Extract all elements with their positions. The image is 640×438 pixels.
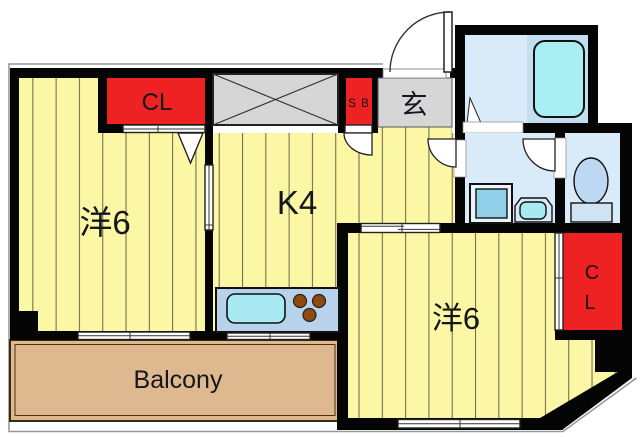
wall-closet-left-side [98,68,107,133]
toilet-door-arc [522,138,556,172]
burner-2 [311,293,327,309]
wall-right-room-left [337,233,348,430]
wall-right [620,123,632,378]
washroom-wall-left [455,133,465,233]
closet-left-label: CL [142,89,173,116]
toilet-tank [570,202,613,223]
kitchen-label: K4 [277,184,317,221]
right-room-label: 洋6 [432,301,480,336]
closet-left-box [107,78,205,124]
entrance-genkan: 玄 [377,11,453,128]
shoe-box-label: S B [348,98,370,110]
wall-horizontal-mid [337,223,632,233]
toilet-bowl [573,157,609,205]
wall-voidbox-right [338,68,346,133]
wall-left-room-divider-lower [205,230,213,340]
burner-1 [292,293,308,309]
washroom [427,123,565,233]
wall-left [10,68,19,340]
entrance-threshold [382,68,447,79]
shoe-box: S B [343,78,373,156]
shoe-box-threshold [344,124,373,134]
entry-hall-door-arc [343,132,373,156]
wall-pipe-column [595,340,620,372]
closet-right-box [563,233,622,330]
genkan-floor [377,77,453,128]
balcony-inner-line [14,344,336,416]
toilet-door-opening [553,137,567,179]
left-room-floor [19,78,205,331]
kitchen-counter [215,287,340,333]
wall-genkan-left [372,78,378,133]
sliding-door-hall-rightroom [360,222,441,234]
wall-chamfer [540,370,632,430]
bathroom-door-opening [462,121,524,134]
wall-top [10,68,383,78]
hall-floor-strip [346,127,452,135]
wall-closet-right-bottom [555,330,622,340]
door-wedge-left-room [176,132,205,165]
washbasin-bowl [519,201,547,220]
closet-right-label-top: C [585,262,599,284]
void-x-box [212,73,339,126]
washroom-door-arc [427,138,457,168]
bathroom [455,25,598,134]
closet-right: C L [554,232,622,331]
closet-left: CL [107,78,206,134]
burner-3 [302,307,317,323]
entrance-door-arc [389,11,451,73]
void-diagonal-2 [212,73,339,126]
bathtub [533,40,585,118]
openings [77,164,521,429]
toilet-room [522,133,620,223]
entrance-door-leaf [443,11,453,73]
balcony: Balcony [9,339,341,422]
left-room-label: 洋6 [79,204,130,241]
right-room-floor [348,233,620,418]
kitchen-sink [226,293,286,324]
wall-left-room-divider-upper [205,68,213,165]
wall-corner-block [19,311,38,333]
balcony-label: Balcony [134,366,223,394]
property-outline [8,63,637,433]
genkan-label: 玄 [401,90,428,120]
closet-right-label-bottom: L [584,292,595,314]
washing-machine-drum [475,188,508,219]
shoe-box-rect [346,78,372,125]
stove-burners [292,293,327,323]
kitchen-floor [213,133,457,332]
